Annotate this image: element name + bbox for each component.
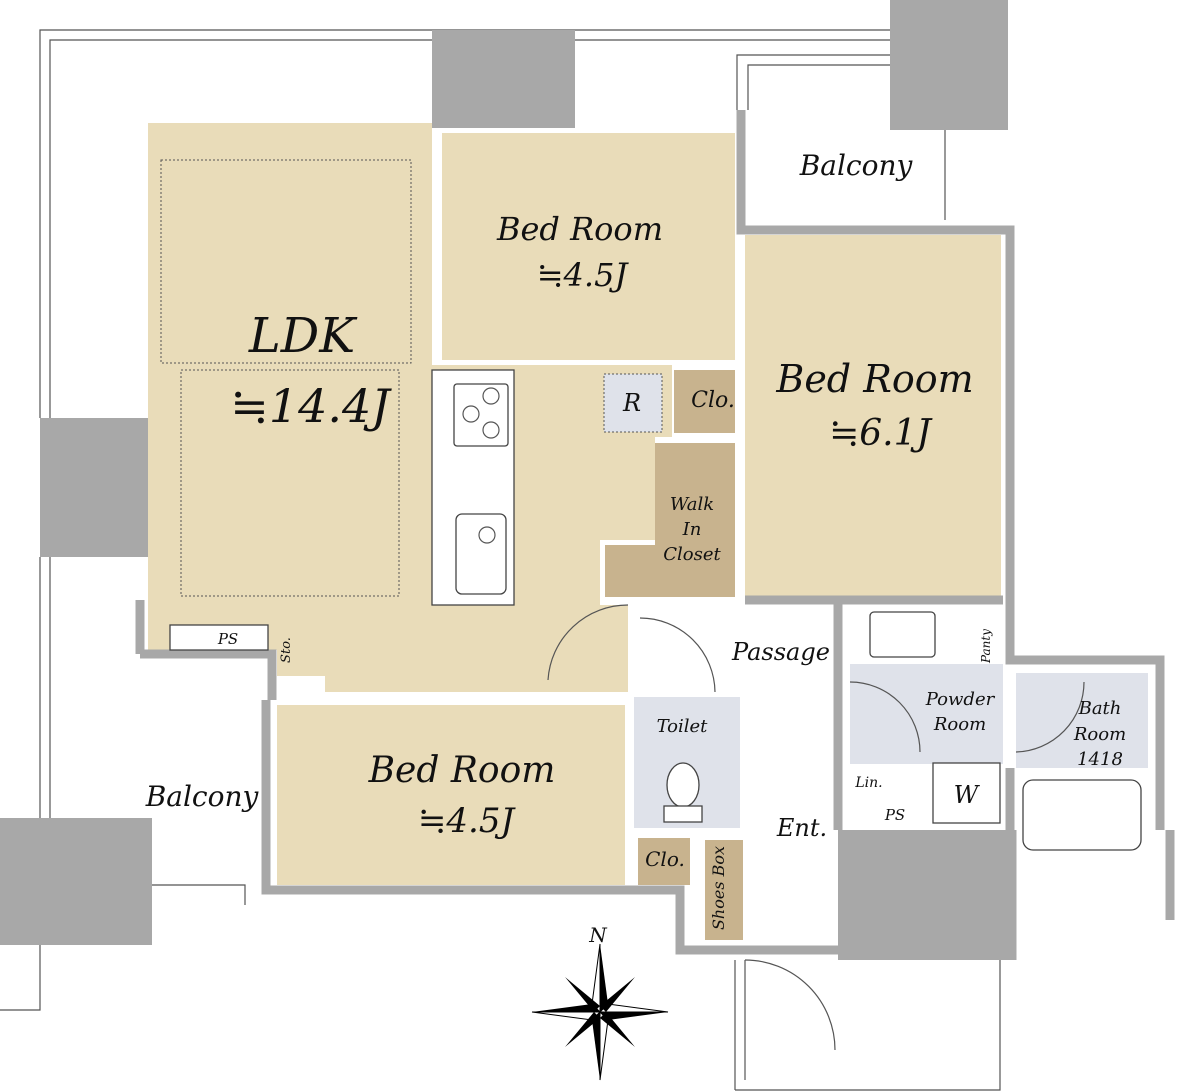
washer-space bbox=[932, 762, 1001, 824]
entrance-label: Ent. bbox=[776, 814, 827, 842]
compass-rose-icon bbox=[531, 943, 669, 1081]
powder-room-label-1: Powder bbox=[925, 689, 996, 710]
shoes-box-floor bbox=[705, 840, 743, 940]
walk-in-label-3: Closet bbox=[663, 544, 721, 565]
powder-room-label-2: Room bbox=[933, 714, 986, 735]
toilet-icon bbox=[666, 762, 700, 808]
sink-icon bbox=[455, 513, 507, 595]
bed-south-size: ≒4.5J bbox=[418, 801, 517, 841]
pantry-label: Panty bbox=[979, 629, 993, 664]
structural-columns bbox=[0, 0, 1012, 960]
bathtub-icon bbox=[1022, 779, 1142, 851]
vanity-sink-icon bbox=[869, 611, 936, 658]
walk-in-label-1: Walk bbox=[670, 494, 714, 515]
walls bbox=[135, 110, 1175, 960]
compass-north-label: N bbox=[588, 923, 608, 947]
ldk-floor bbox=[148, 123, 672, 692]
balcony-outline bbox=[0, 29, 1001, 1091]
closet-south-label: Clo. bbox=[645, 847, 685, 871]
bath-label-1: Bath bbox=[1078, 698, 1122, 719]
closet-north-floor bbox=[674, 370, 735, 433]
shoes-box-label: Shoes Box bbox=[709, 846, 728, 930]
door-swings bbox=[547, 604, 1085, 1051]
bed-east-size: ≒6.1J bbox=[829, 413, 933, 454]
bed-east-floor bbox=[745, 235, 1001, 597]
walk-in-closet-floor bbox=[605, 443, 735, 597]
bed-east-label: Bed Room bbox=[775, 357, 973, 401]
storage-label: Sto. bbox=[279, 637, 294, 663]
bed-north-label: Bed Room bbox=[496, 210, 663, 248]
ps-east-label: PS bbox=[884, 806, 905, 824]
balcony-north-label: Balcony bbox=[799, 149, 914, 182]
bath-floor bbox=[1016, 673, 1148, 768]
bed-south-floor bbox=[277, 705, 625, 885]
bed-north-floor bbox=[442, 133, 735, 360]
bath-size: 1418 bbox=[1077, 749, 1123, 770]
toilet-label: Toilet bbox=[657, 716, 709, 737]
balcony-west-label: Balcony bbox=[145, 780, 260, 813]
linen-label: Lin. bbox=[854, 775, 882, 791]
washer-label: W bbox=[954, 781, 981, 809]
ldk-label: LDK bbox=[248, 308, 358, 364]
refrigerator-label: R bbox=[622, 389, 641, 417]
powder-room-floor bbox=[850, 664, 1003, 764]
closet-south-floor bbox=[638, 838, 690, 885]
bed-south-label: Bed Room bbox=[368, 750, 556, 791]
passage-label: Passage bbox=[731, 638, 830, 666]
stove-icon bbox=[453, 383, 509, 447]
bed-north-size: ≒4.5J bbox=[537, 256, 630, 294]
ps-west-label: PS bbox=[217, 630, 238, 648]
refrigerator-space bbox=[604, 374, 662, 432]
ldk-size: ≒14.4J bbox=[230, 379, 392, 433]
walk-in-label-2: In bbox=[682, 519, 702, 540]
bath-label-2: Room bbox=[1073, 724, 1126, 745]
closet-north-label: Clo. bbox=[691, 388, 735, 413]
ps-box-west bbox=[169, 624, 269, 651]
